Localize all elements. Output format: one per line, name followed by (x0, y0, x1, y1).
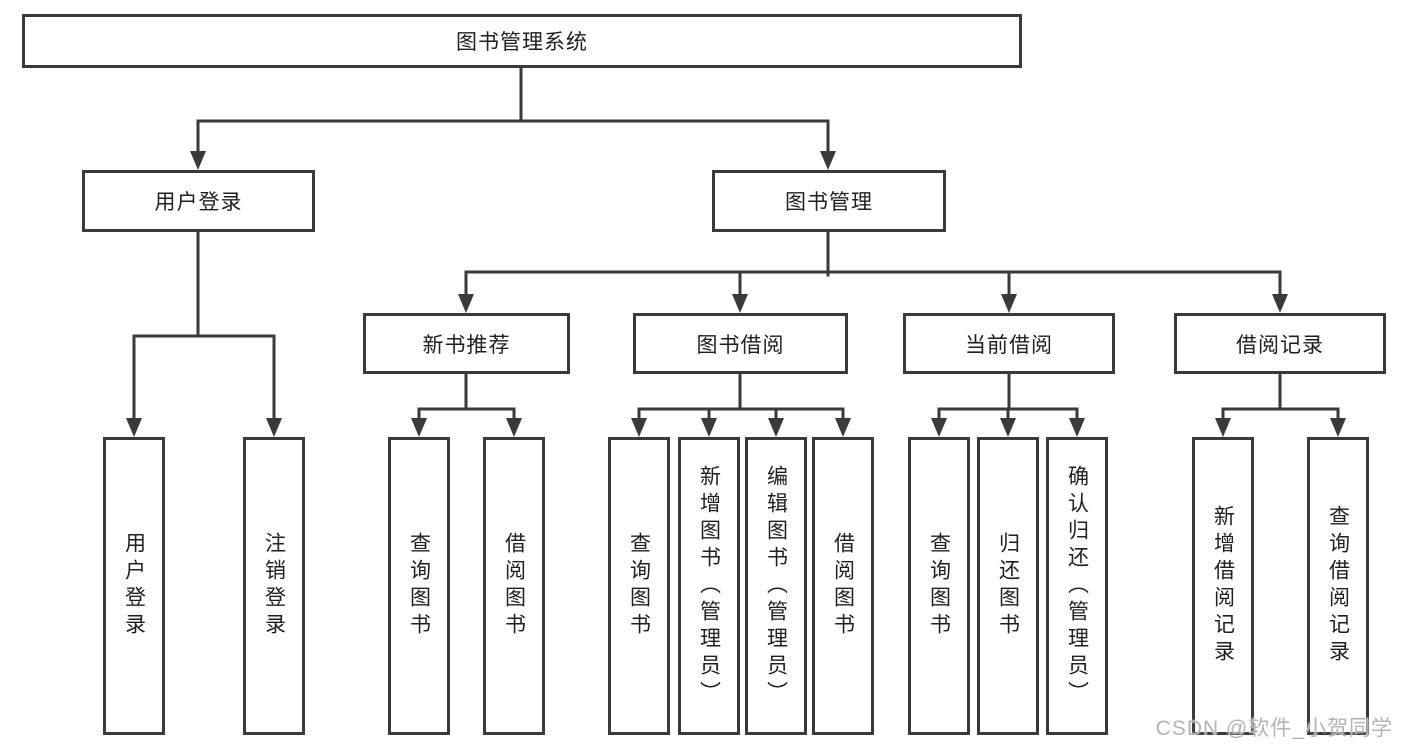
node-current-borrowing: 当前借阅 (903, 313, 1115, 374)
connector-edges (132, 66, 1340, 426)
leaf-query-books-current: 查询图书 (908, 437, 970, 735)
leaf-label: 查询图书 (627, 532, 651, 640)
node-library-management-system: 图书管理系统 (22, 14, 1022, 68)
leaf-user-login: 用户登录 (103, 437, 165, 735)
leaf-label: 借阅图书 (502, 532, 526, 640)
leaf-confirm-return-admin: 确认归还（管理员） (1046, 437, 1108, 735)
node-label: 借阅记录 (1236, 333, 1324, 357)
node-book-management: 图书管理 (712, 170, 946, 232)
node-user-login: 用户登录 (82, 170, 315, 232)
leaf-query-borrow-record: 查询借阅记录 (1307, 437, 1369, 735)
leaf-label: 查询图书 (407, 532, 431, 640)
leaf-return-books: 归还图书 (977, 437, 1039, 735)
leaf-edit-book-admin: 编辑图书（管理员） (745, 437, 807, 735)
leaf-label: 编辑图书（管理员） (764, 464, 788, 708)
leaf-label: 归还图书 (996, 532, 1020, 640)
leaf-borrow-books-recommend: 借阅图书 (483, 437, 545, 735)
arrowheads (126, 151, 1346, 437)
node-label: 图书管理系统 (456, 31, 588, 54)
leaf-label: 新增图书（管理员） (697, 464, 721, 708)
node-borrowing-records: 借阅记录 (1174, 313, 1386, 374)
leaf-label: 注销登录 (262, 532, 286, 640)
leaf-query-books-borrowing: 查询图书 (608, 437, 670, 735)
leaf-label: 确认归还（管理员） (1065, 464, 1089, 708)
node-new-book-recommendation: 新书推荐 (363, 313, 570, 374)
leaf-borrow-books-borrowing: 借阅图书 (812, 437, 874, 735)
node-book-borrowing: 图书借阅 (633, 313, 848, 374)
leaf-query-books-recommend: 查询图书 (388, 437, 450, 735)
node-label: 新书推荐 (422, 333, 511, 357)
node-label: 当前借阅 (965, 333, 1053, 357)
leaf-add-book-admin: 新增图书（管理员） (678, 437, 740, 735)
leaf-label: 新增借阅记录 (1211, 505, 1235, 667)
leaf-add-borrow-record: 新增借阅记录 (1192, 437, 1254, 735)
leaf-label: 查询借阅记录 (1326, 505, 1350, 667)
leaf-label: 借阅图书 (831, 532, 855, 640)
leaf-logout: 注销登录 (243, 437, 305, 735)
node-label: 图书借阅 (696, 333, 785, 357)
node-label: 图书管理 (785, 191, 873, 214)
leaf-label: 查询图书 (927, 532, 951, 640)
node-label: 用户登录 (154, 191, 243, 214)
csdn-watermark: CSDN @软件_小贺同学 (1155, 717, 1393, 740)
leaf-label: 用户登录 (122, 532, 146, 640)
